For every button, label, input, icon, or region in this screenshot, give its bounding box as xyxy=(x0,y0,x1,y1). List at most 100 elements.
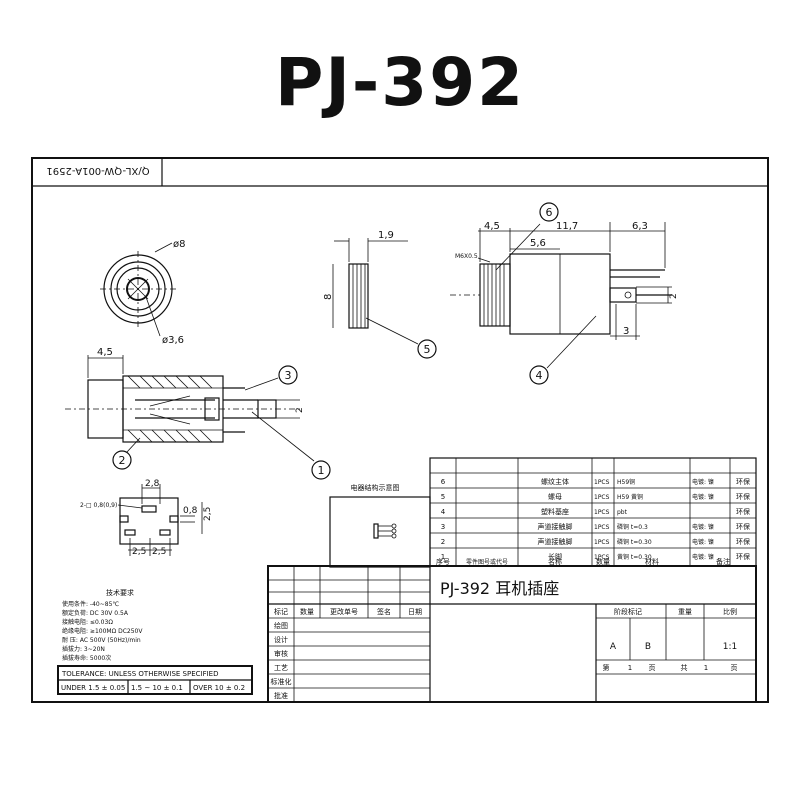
spec-line: 耐 压: AC 500V (50Hz)/min xyxy=(62,636,141,644)
stage-b: B xyxy=(645,642,651,652)
svg-text:pbt: pbt xyxy=(617,509,628,516)
bom-header-no: 序号 xyxy=(436,557,450,566)
svg-text:6: 6 xyxy=(441,478,446,486)
sign-row: 工艺 xyxy=(274,664,288,672)
top-hole-label: ø3,6 xyxy=(162,335,184,346)
svg-text:磷铜 t=0.3: 磷铜 t=0.3 xyxy=(617,523,648,531)
pin-d-label: 2,5 xyxy=(152,547,166,557)
svg-text:环保: 环保 xyxy=(736,507,750,516)
svg-text:3: 3 xyxy=(285,369,292,382)
section-a-label: 4,5 xyxy=(97,347,113,358)
part-title: PJ-392 耳机插座 xyxy=(440,579,559,598)
svg-text:声道接触脚: 声道接触脚 xyxy=(538,537,573,546)
bom-header-mat: 材料 xyxy=(645,557,659,566)
sheet-label: 页 xyxy=(649,664,656,672)
svg-text:4: 4 xyxy=(441,508,446,516)
svg-text:1PCS: 1PCS xyxy=(594,554,610,561)
svg-text:3: 3 xyxy=(441,523,445,531)
tolerance-over: OVER 10 ± 0.2 xyxy=(193,684,245,692)
thread-label: M6X0.5 xyxy=(455,253,478,260)
svg-text:5: 5 xyxy=(424,343,431,356)
rev-header: 日期 xyxy=(408,608,422,616)
svg-text:5: 5 xyxy=(441,493,445,501)
bom-header-note: 备注 xyxy=(716,557,730,566)
side-e-label: 2 xyxy=(669,293,679,299)
side-d-label: 5,6 xyxy=(530,238,546,249)
balloon-6: 6 xyxy=(539,202,559,222)
bom-header-name: 名称 xyxy=(548,557,562,566)
sign-row: 标准化 xyxy=(271,677,292,686)
balloon-3: 3 xyxy=(278,365,298,385)
svg-text:H59铜: H59铜 xyxy=(617,478,635,486)
side-c-label: 6,3 xyxy=(632,221,648,232)
svg-text:1: 1 xyxy=(318,464,325,477)
balloon-2: 2 xyxy=(112,450,132,470)
tolerance-mid: 1.5 ~ 10 ± 0.1 xyxy=(131,684,183,692)
sheet-label: 第 xyxy=(603,663,610,672)
section-view: 2 4,5 xyxy=(65,347,315,462)
svg-text:电镀: 镍: 电镀: 镍 xyxy=(692,523,714,531)
title-block: 序号 零件图号或代号 名称 数量 材料 备注 标记 数量 更改单号 签名 日期 … xyxy=(267,557,757,703)
spec-line: 绝缘电阻: ≥100MΩ DC250V xyxy=(62,627,143,635)
nut-width-label: 1,9 xyxy=(378,230,394,241)
bom-row: 5 螺母 1PCS H59 黄铜 电镀: 镍 环保 xyxy=(441,492,750,501)
sheet-num: 1 xyxy=(628,664,632,672)
stage-header: 重量 xyxy=(678,608,692,616)
svg-text:螺纹主体: 螺纹主体 xyxy=(541,477,569,486)
bom-row: 4 塑料基座 1PCS pbt 环保 xyxy=(441,507,750,516)
spec-line: 接触电阻: ≤0.03Ω xyxy=(62,618,113,626)
tech-requirements: 技术要求 使用条件: -40~85℃ 额定负荷: DC 30V 0.5A 接触电… xyxy=(62,588,143,662)
svg-text:6: 6 xyxy=(546,206,553,219)
section-b-label: 2 xyxy=(295,407,305,413)
svg-text:塑料基座: 塑料基座 xyxy=(541,507,569,516)
side-view: 4,5 11,7 6,3 5,6 2 3 M6X0.5 xyxy=(450,221,679,369)
bom-header-qty: 数量 xyxy=(596,557,610,566)
stage-header: 比例 xyxy=(723,607,737,616)
circuit-diagram: 电器结构示意图 xyxy=(329,483,431,568)
tolerance-under: UNDER 1.5 ± 0.05 xyxy=(61,684,125,692)
bom-header-code: 零件图号或代号 xyxy=(466,558,508,566)
side-a-label: 4,5 xyxy=(484,221,500,232)
svg-text:长脚: 长脚 xyxy=(548,552,562,561)
pin-e-label: 2,5 xyxy=(203,507,213,521)
svg-text:电镀: 镍: 电镀: 镍 xyxy=(692,478,714,486)
svg-text:2: 2 xyxy=(119,454,126,467)
rev-header: 标记 xyxy=(274,607,288,616)
spec-line: 额定负荷: DC 30V 0.5A xyxy=(62,609,129,617)
side-b-label: 11,7 xyxy=(556,221,578,232)
svg-text:环保: 环保 xyxy=(736,477,750,486)
spec-line: 插拔寿命: 5000次 xyxy=(62,654,111,662)
svg-text:1PCS: 1PCS xyxy=(594,524,610,531)
svg-text:2: 2 xyxy=(441,538,445,546)
footprint-view: 2,8 0,8 2,5 2,5 2,5 2-□ 0,8(0,9) xyxy=(80,479,213,557)
svg-text:1: 1 xyxy=(441,553,445,561)
balloon-5: 5 xyxy=(417,339,437,359)
rev-header: 更改单号 xyxy=(330,607,358,616)
pin-note-label: 2-□ 0,8(0,9) xyxy=(80,502,117,509)
side-f-label: 3 xyxy=(623,326,629,337)
svg-text:电镀: 镍: 电镀: 镍 xyxy=(692,553,714,561)
svg-text:螺母: 螺母 xyxy=(548,492,562,501)
specs-title: 技术要求 xyxy=(106,588,134,597)
pin-b-label: 0,8 xyxy=(183,506,198,516)
balloon-4: 4 xyxy=(529,365,549,385)
sign-row: 绘图 xyxy=(274,621,288,630)
tolerance-box: TOLERANCE: UNLESS OTHERWISE SPECIFIED UN… xyxy=(57,665,253,695)
sign-row: 设计 xyxy=(274,635,288,644)
svg-text:环保: 环保 xyxy=(736,537,750,546)
bom-table: 6 螺纹主体 1PCS H59铜 电镀: 镍 环保 5 螺母 1PCS H59 … xyxy=(429,457,757,567)
balloon-1: 1 xyxy=(311,460,331,480)
svg-text:磷铜 t=0.30: 磷铜 t=0.30 xyxy=(617,538,652,546)
svg-text:环保: 环保 xyxy=(736,492,750,501)
sign-row: 审核 xyxy=(274,649,288,658)
svg-text:环保: 环保 xyxy=(736,552,750,561)
rev-header: 签名 xyxy=(377,607,391,616)
svg-text:黄铜 t=0.30: 黄铜 t=0.30 xyxy=(617,553,652,561)
stage-a: A xyxy=(610,642,617,652)
pin-a-label: 2,8 xyxy=(145,479,160,489)
svg-text:H59 黄铜: H59 黄铜 xyxy=(617,493,643,501)
top-view: ø8 ø3,6 xyxy=(100,239,185,346)
svg-text:1PCS: 1PCS xyxy=(594,494,610,501)
page-title: PJ-392 xyxy=(274,44,526,121)
